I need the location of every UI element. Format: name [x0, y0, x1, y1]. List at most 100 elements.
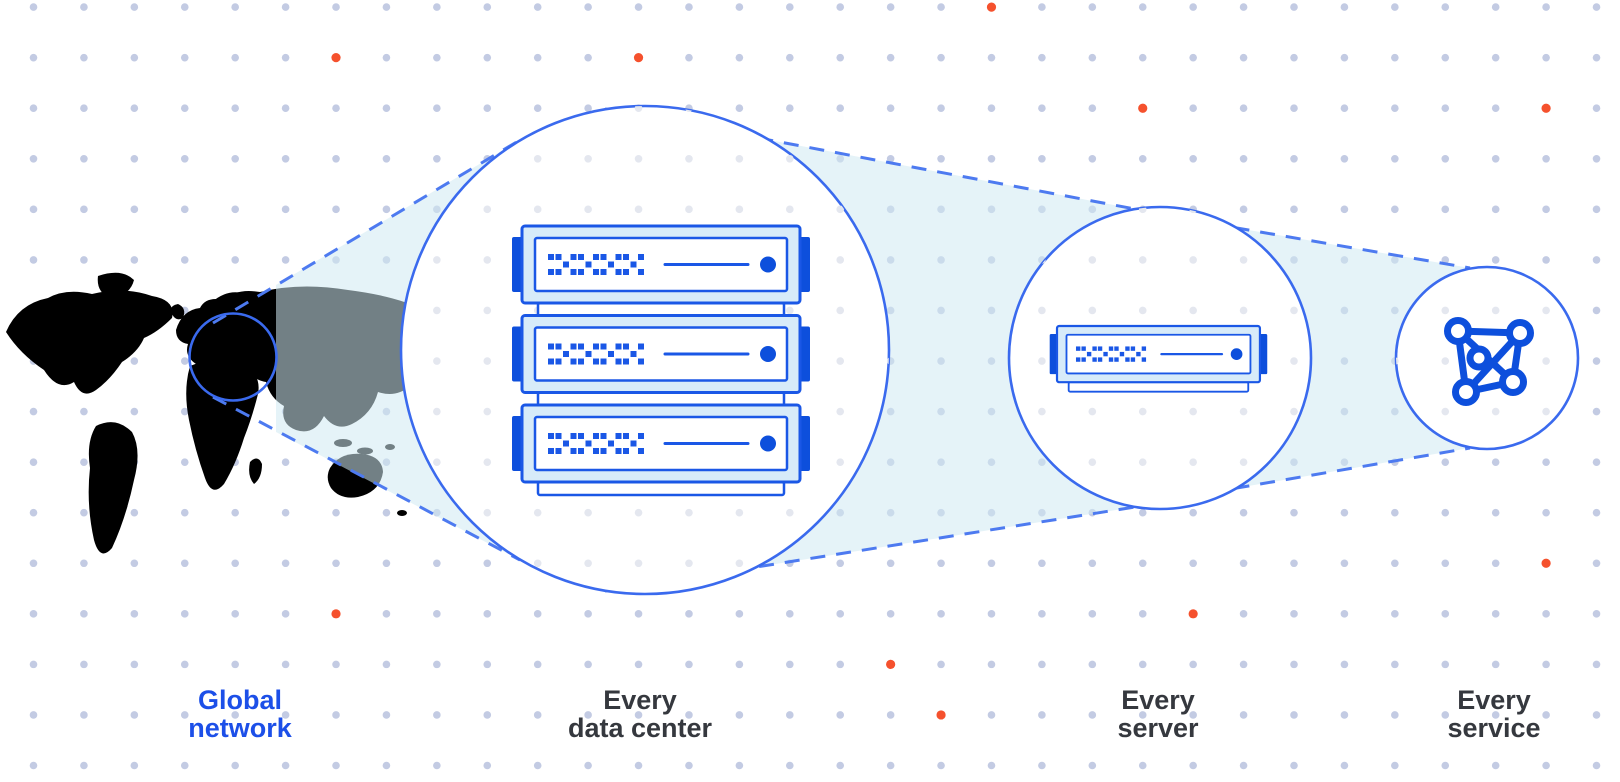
grid-dot: [180, 205, 189, 214]
grid-dot: [1138, 154, 1147, 163]
grid-dot: [1542, 154, 1550, 163]
faint-grid-dot: [483, 458, 492, 466]
label-line: service: [1447, 713, 1541, 743]
grid-dot: [1491, 53, 1500, 62]
grid-dot: [886, 711, 895, 719]
grid-dot: [987, 104, 996, 113]
grid-dot: [1088, 3, 1097, 11]
grid-dot: [130, 660, 139, 669]
orange-dot: [986, 2, 997, 12]
grid-dot: [634, 3, 643, 11]
grid-dot: [836, 3, 845, 11]
faint-grid-dot: [634, 205, 643, 214]
faint-grid-dot: [786, 154, 794, 163]
grid-dot: [1592, 53, 1601, 62]
faint-grid-dot: [1239, 306, 1248, 315]
grid-dot: [735, 104, 744, 113]
grid-dot: [29, 154, 38, 163]
grid-dot: [1491, 256, 1500, 264]
grid-dot: [80, 3, 88, 11]
grid-dot: [80, 104, 88, 113]
grid-dot: [29, 508, 38, 517]
grid-dot: [281, 205, 290, 214]
grid-dot: [786, 761, 794, 770]
grid-dot: [180, 761, 189, 770]
grid-dot: [29, 761, 38, 770]
grid-dot: [1391, 104, 1399, 113]
grid-dot: [1138, 3, 1147, 11]
grid-dot: [281, 610, 290, 618]
grid-dot: [1592, 154, 1601, 163]
network-mesh-icon: [1444, 317, 1534, 406]
grid-dot: [433, 104, 441, 113]
grid-dot: [29, 711, 38, 719]
grid-dot: [1491, 610, 1500, 618]
grid-dot: [1592, 256, 1601, 264]
faint-grid-dot: [483, 205, 492, 214]
faint-grid-dot: [533, 154, 542, 163]
grid-dot: [1290, 660, 1298, 669]
grid-dot: [332, 508, 340, 517]
grid-dot: [1340, 53, 1349, 62]
grid-dot: [332, 711, 340, 719]
faint-grid-dot: [533, 559, 542, 568]
faint-grid-dot: [1239, 256, 1248, 264]
orange-dot: [1541, 558, 1551, 568]
grid-dot: [1542, 761, 1550, 770]
dashed-connector: [212, 395, 521, 562]
grid-dot: [937, 610, 945, 618]
grid-dot: [332, 205, 340, 214]
grid-dot: [987, 559, 996, 568]
grid-dot: [80, 407, 88, 416]
grid-dot: [1441, 3, 1450, 11]
grid-dot: [130, 3, 139, 11]
grid-dot: [1340, 711, 1349, 719]
grid-dot: [1391, 154, 1399, 163]
faint-grid-dot: [1088, 256, 1097, 264]
grid-dot: [685, 660, 693, 669]
grid-dot: [1592, 407, 1601, 416]
faint-grid-dot: [1189, 256, 1197, 264]
grid-dot: [1340, 104, 1349, 113]
grid-dot: [634, 711, 643, 719]
grid-dot: [1491, 711, 1500, 719]
grid-dot: [1038, 761, 1046, 770]
grid-dot: [1441, 508, 1450, 517]
grid-dot: [1491, 205, 1500, 214]
grid-dot: [786, 3, 794, 11]
grid-dot: [483, 660, 492, 669]
grid-dot: [483, 3, 492, 11]
grid-dot: [836, 104, 845, 113]
grid-dot: [382, 660, 391, 669]
grid-dot: [1290, 154, 1298, 163]
faint-grid-dot: [1189, 407, 1197, 416]
grid-dot: [1542, 660, 1550, 669]
grid-dot: [1038, 660, 1046, 669]
grid-dot: [29, 256, 38, 264]
label-line: data center: [567, 713, 713, 743]
grid-dot: [886, 53, 895, 62]
faint-grid-dot: [584, 559, 592, 568]
grid-dot: [281, 508, 290, 517]
grid-dot: [180, 53, 189, 62]
grid-dot: [685, 53, 693, 62]
grid-dot: [836, 559, 845, 568]
grid-dot: [786, 711, 794, 719]
grid-dot: [1441, 660, 1450, 669]
grid-dot: [886, 154, 895, 163]
grid-dot: [1088, 610, 1097, 618]
label-line: server: [1117, 713, 1199, 743]
grid-dot: [1391, 660, 1399, 669]
grid-dot: [1592, 610, 1601, 618]
grid-dot: [1340, 610, 1349, 618]
grid-dot: [483, 610, 492, 618]
grid-dot: [332, 3, 340, 11]
grid-dot: [1340, 761, 1349, 770]
grid-dot: [80, 508, 88, 517]
faint-grid-dot: [735, 205, 744, 214]
grid-dot: [281, 53, 290, 62]
grid-dot: [1290, 610, 1298, 618]
label-line: Global: [197, 685, 282, 715]
orange-dot: [1188, 609, 1198, 619]
grid-dot: [80, 205, 88, 214]
